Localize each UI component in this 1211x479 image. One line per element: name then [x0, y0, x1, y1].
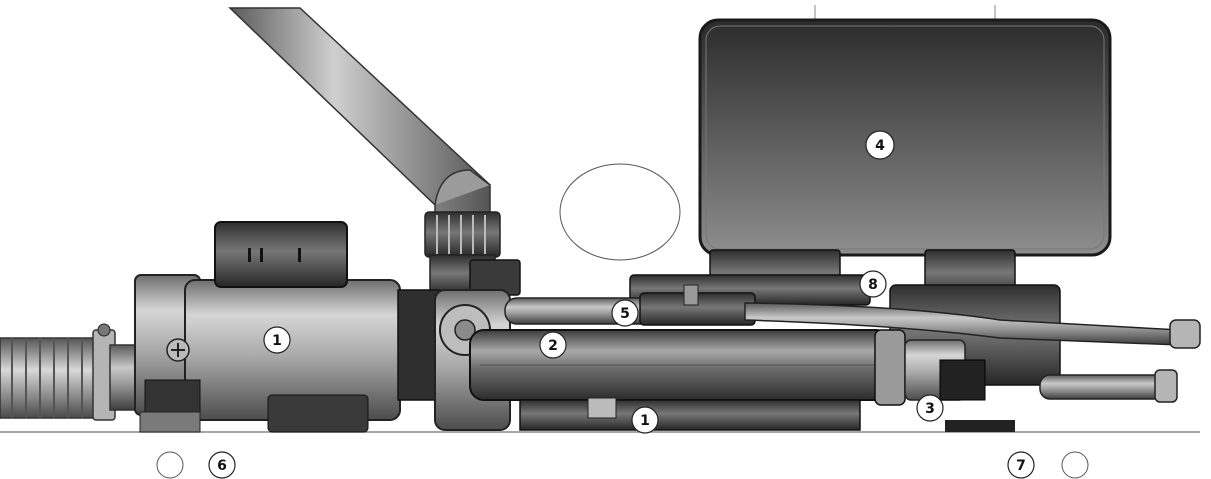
motor-shaft-coupling: [397, 289, 441, 401]
empty-circle-right: [1061, 451, 1089, 479]
callout-drain-left-label: 6: [217, 458, 227, 474]
callout-sensor: 8: [859, 270, 887, 298]
callout-heater-tube-label: 2: [548, 338, 558, 354]
heater-outlet-fitting: [904, 339, 1178, 403]
heater-tube: [469, 329, 906, 406]
callout-pump-motor: 1: [263, 326, 291, 354]
callout-control-box-label: 4: [875, 138, 885, 154]
return-hose-end: [1169, 319, 1201, 349]
callout-pump-motor-label: 1: [272, 333, 282, 349]
flex-hose: [0, 323, 116, 421]
motor-foot-right: [267, 394, 369, 433]
callout-pressure-switch: 5: [611, 299, 639, 327]
callout-sensor-label: 8: [868, 277, 878, 293]
control-box: [698, 18, 1112, 257]
lower-clamp: [587, 397, 617, 419]
callout-pressure-switch-label: 5: [620, 306, 630, 322]
callout-drain-right: 7: [1007, 451, 1035, 479]
pump-motor: [134, 274, 401, 421]
suction-pipe: [228, 7, 491, 231]
callout-drain-left: 6: [208, 451, 236, 479]
callout-drain-right-label: 7: [1016, 458, 1026, 474]
base-foot-right: [945, 420, 1015, 432]
callout-control-box: 4: [865, 130, 895, 160]
callout-pump-base: 1: [631, 406, 659, 434]
callout-outlet-fitting: 3: [916, 394, 944, 422]
callout-heater-tube: 2: [539, 331, 567, 359]
callout-outlet-fitting-label: 3: [925, 401, 935, 417]
callout-pump-base-label: 1: [640, 413, 650, 429]
empty-ellipse-marker: [559, 163, 681, 261]
motor-foot-left: [139, 411, 201, 433]
motor-capacitor: [214, 221, 348, 288]
empty-circle-left: [156, 451, 184, 479]
lower-tube: [519, 399, 861, 431]
